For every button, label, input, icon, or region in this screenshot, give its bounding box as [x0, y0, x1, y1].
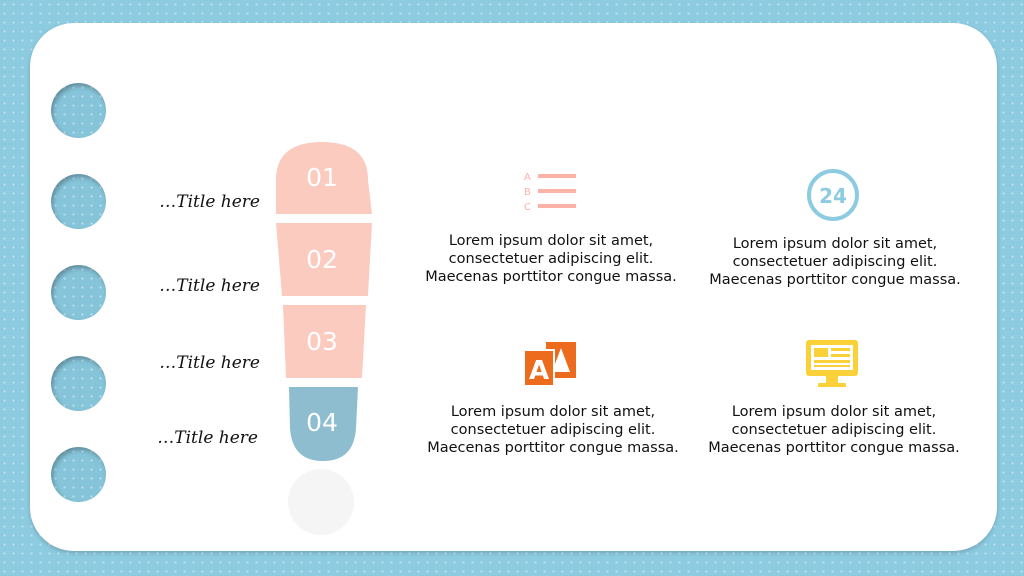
segment-02 [276, 223, 372, 296]
clock-24-icon: 24 [807, 169, 859, 221]
svg-text:C: C [524, 202, 531, 213]
step-title: …Title here [159, 276, 260, 296]
svg-text:24: 24 [819, 184, 847, 208]
description-line: Lorem ipsum dolor sit amet, [450, 404, 656, 420]
binding-hole [51, 265, 106, 320]
font-size-icon: A [524, 342, 576, 387]
binding-hole [51, 356, 106, 411]
svg-text:A: A [529, 356, 549, 386]
exclamation-dot [288, 469, 354, 535]
monitor-icon [806, 340, 858, 387]
step-title: …Title here [159, 192, 260, 212]
step-number: 04 [306, 408, 338, 437]
segment-04 [289, 387, 358, 461]
description-line: consectetuer adipiscing elit. [731, 422, 937, 438]
description-line: Lorem ipsum dolor sit amet, [448, 233, 654, 249]
description-line: Lorem ipsum dolor sit amet, [731, 404, 937, 420]
binding-hole [51, 447, 106, 502]
description-line: consectetuer adipiscing elit. [450, 422, 656, 438]
feature-description: Lorem ipsum dolor sit amet, consectetuer… [685, 235, 985, 289]
svg-text:B: B [524, 187, 531, 198]
description-line: consectetuer adipiscing elit. [448, 251, 654, 267]
step-title: …Title here [159, 353, 260, 373]
step-number: 01 [306, 163, 338, 192]
step-number: 03 [306, 327, 338, 356]
description-line: Maecenas porttitor congue massa. [427, 440, 679, 456]
segment-03 [283, 305, 366, 378]
feature-description: Lorem ipsum dolor sit amet, consectetuer… [684, 403, 984, 457]
description-line: Lorem ipsum dolor sit amet, [732, 236, 938, 252]
abc-list-icon: A B C [524, 172, 576, 213]
feature-description: Lorem ipsum dolor sit amet, consectetuer… [401, 232, 701, 286]
description-line: Maecenas porttitor congue massa. [425, 269, 677, 285]
description-line: consectetuer adipiscing elit. [732, 254, 938, 270]
svg-text:A: A [524, 172, 531, 183]
description-line: Maecenas porttitor congue massa. [708, 440, 960, 456]
step-title: …Title here [157, 428, 258, 448]
feature-description: Lorem ipsum dolor sit amet, consectetuer… [403, 403, 703, 457]
description-line: Maecenas porttitor congue massa. [709, 272, 961, 288]
step-number: 02 [306, 245, 338, 274]
segment-01 [276, 142, 372, 214]
binding-hole [51, 83, 106, 138]
slide-card [30, 23, 997, 551]
binding-hole [51, 174, 106, 229]
